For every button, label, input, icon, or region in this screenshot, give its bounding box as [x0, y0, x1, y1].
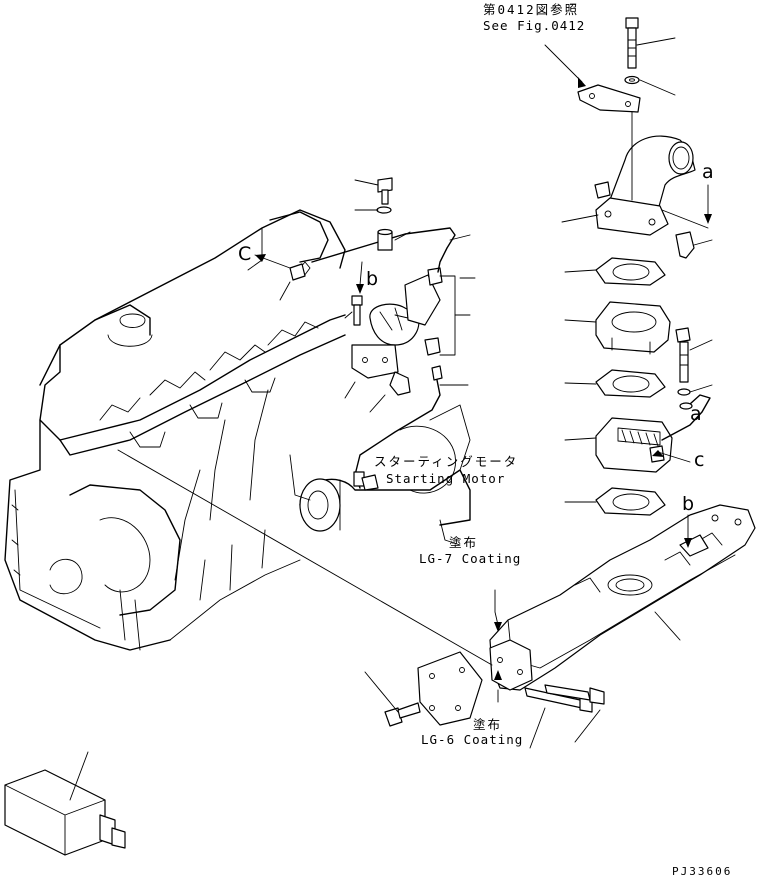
- spacer-icon: [377, 228, 393, 251]
- washer-icon: [677, 388, 691, 396]
- bolt-icon: [377, 177, 393, 205]
- washer-icon: [624, 75, 640, 85]
- starting-motor-jp: スターティングモータ: [374, 454, 518, 469]
- arrowhead-icons: [255, 77, 712, 680]
- coating-lg6: LG-6 Coating: [421, 732, 523, 747]
- starting-motor-en: Starting Motor: [386, 471, 505, 486]
- drawing-code: PJ33606: [672, 865, 732, 877]
- heater-wire-upper: [289, 227, 456, 281]
- callout-a-lower: a: [690, 403, 702, 425]
- washer-icon: [679, 402, 693, 410]
- callout-b-right: b: [682, 493, 694, 515]
- callout-c-left: C: [238, 243, 251, 265]
- bolt-icon: [384, 702, 421, 727]
- engine-block: [4, 209, 346, 651]
- callout-c-right: c: [694, 449, 704, 471]
- washer-icon: [376, 206, 392, 214]
- special-tool: [4, 769, 126, 856]
- bolt-icon: [675, 327, 691, 383]
- text-annotations: 第0412図参照 See Fig.0412 a a b b C c スターティン…: [238, 2, 732, 877]
- fig-ref-en: See Fig.0412: [483, 18, 585, 33]
- bolt-icon: [625, 17, 639, 69]
- heater-relay-assembly: [351, 267, 456, 396]
- coating-jp-upper: 塗布: [449, 535, 478, 550]
- intake-connector-stack: [577, 17, 711, 516]
- leader-lines: [69, 37, 713, 801]
- fig-ref-jp: 第0412図参照: [483, 2, 579, 17]
- coating-lg7: LG-7 Coating: [419, 551, 521, 566]
- intake-manifold: [489, 504, 756, 691]
- bolt-icon: [389, 371, 411, 396]
- callout-a-top: a: [702, 161, 714, 183]
- bolt-icon: [351, 295, 363, 326]
- bolt-icon: [544, 684, 605, 705]
- starting-motor: [289, 404, 471, 546]
- callout-b-left: b: [366, 268, 378, 290]
- cover-plate: [417, 651, 483, 726]
- heater-wire-lower: [353, 379, 441, 491]
- coating-jp-lower: 塗布: [473, 717, 502, 732]
